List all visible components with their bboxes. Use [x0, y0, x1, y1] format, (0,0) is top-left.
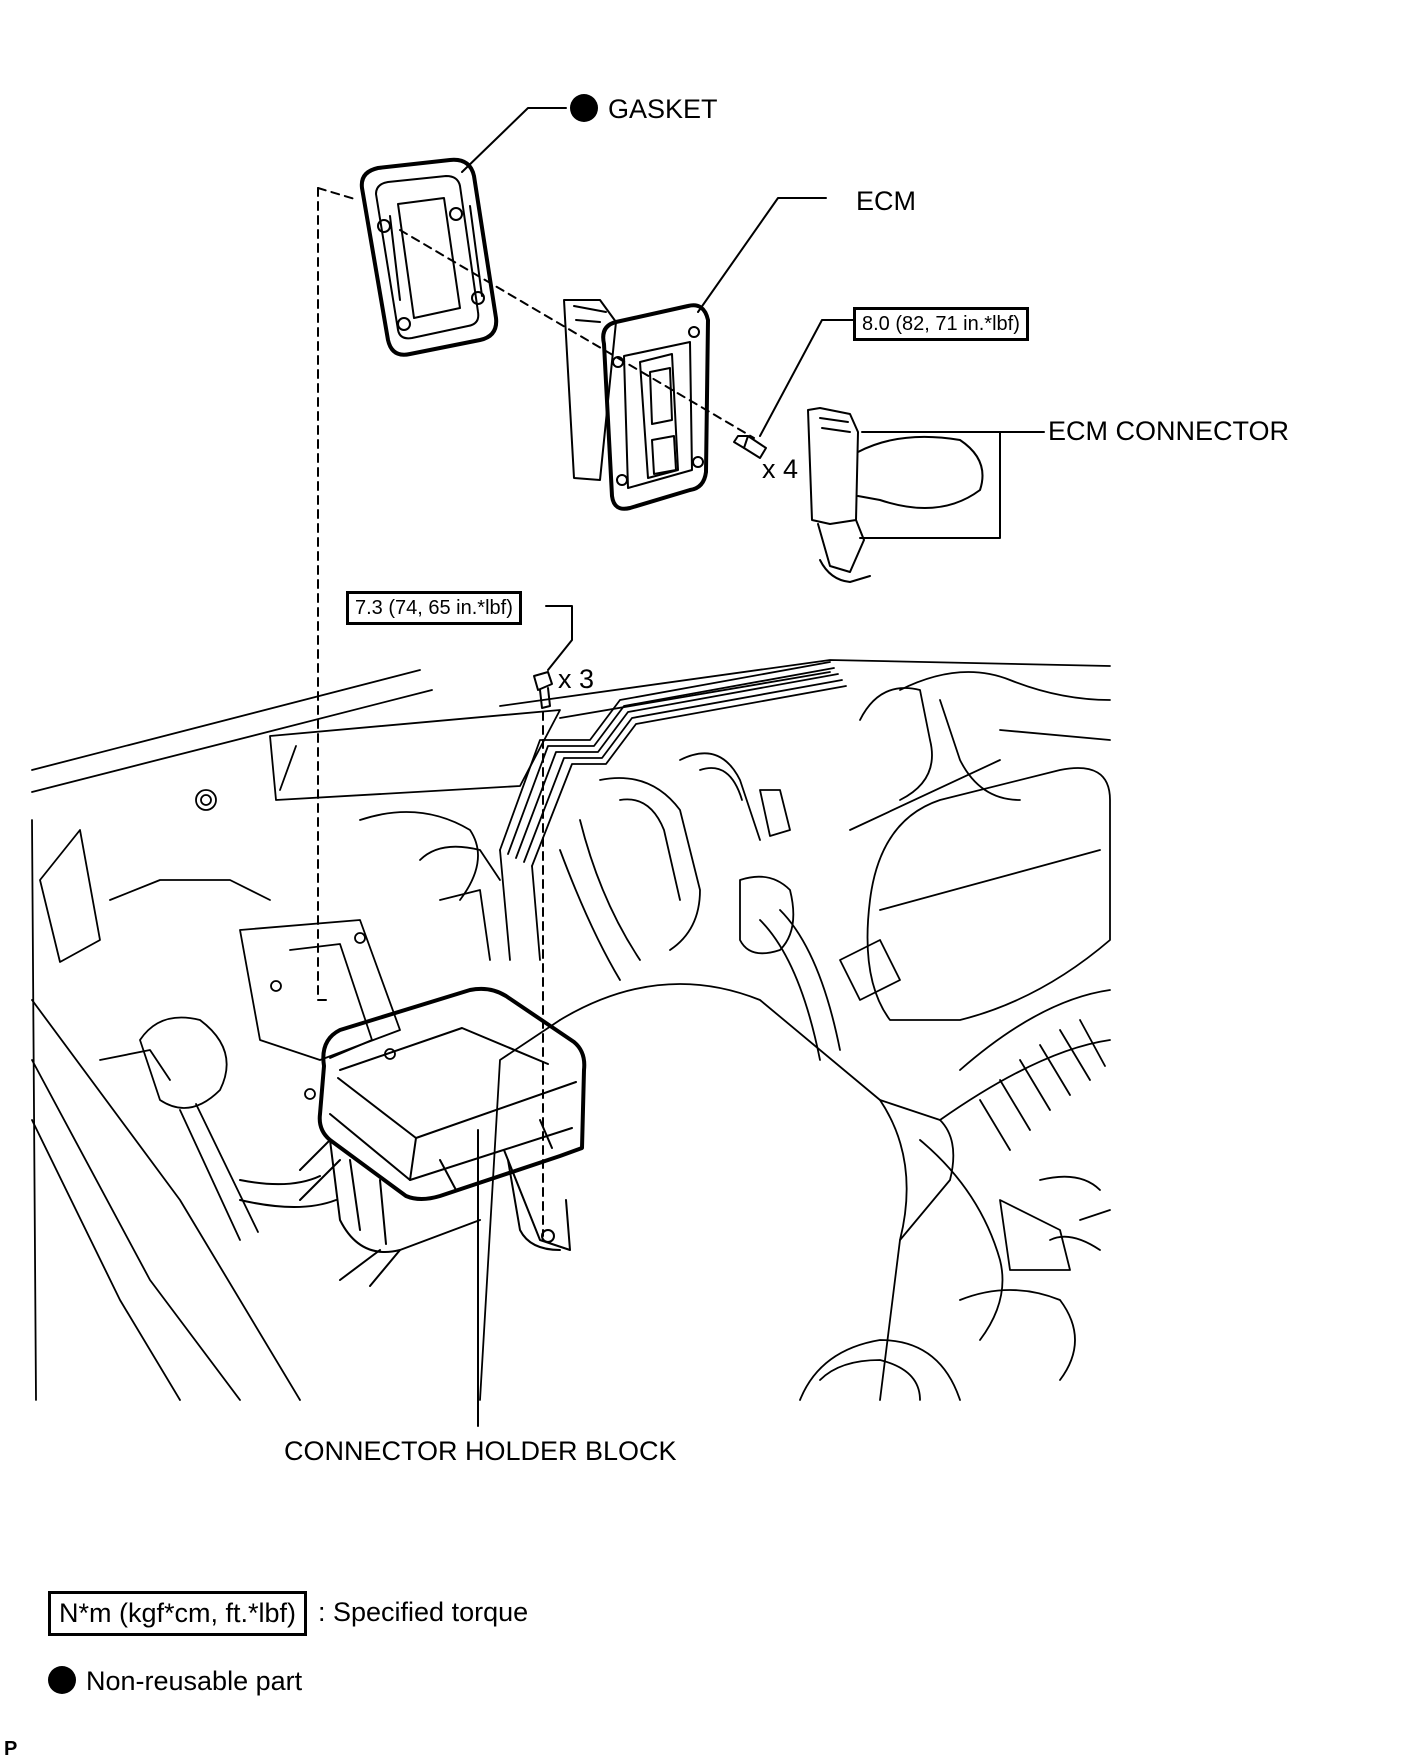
- dashed-alignment-lines: [317, 187, 755, 1237]
- ecm-drawing: [563, 299, 710, 511]
- non-reusable-dot-icon: [48, 1666, 76, 1694]
- connector-holder-block-drawing: [239, 986, 587, 1287]
- legend-torque-box: N*m (kgf*cm, ft.*lbf): [48, 1591, 308, 1636]
- gasket-label: GASKET: [570, 94, 718, 123]
- ecm-bolt: [733, 435, 767, 459]
- non-reusable-dot-icon: [570, 94, 598, 122]
- holder-bolt-torque-box: 7.3 (74, 65 in.*lbf): [346, 591, 522, 625]
- holder-bolt: [533, 671, 553, 709]
- leader-lines: [461, 107, 1045, 1427]
- legend-non-reusable: Non-reusable part: [48, 1666, 302, 1695]
- gasket-drawing: [359, 157, 499, 357]
- connector-holder-block-label: CONNECTOR HOLDER BLOCK: [284, 1436, 677, 1466]
- legend-torque-description: : Specified torque: [318, 1597, 529, 1627]
- holder-bolt-quantity: x 3: [558, 664, 595, 694]
- ecm-bolt-quantity: x 4: [762, 454, 799, 484]
- ecm-bolt-torque-box: 8.0 (82, 71 in.*lbf): [853, 307, 1029, 341]
- ecm-connector-drawing: [807, 407, 984, 583]
- ecm-label: ECM: [856, 186, 916, 216]
- corner-mark: P: [4, 1738, 18, 1760]
- ecm-connector-label: ECM CONNECTOR: [1048, 416, 1290, 446]
- engine-bay-drawing: [31, 659, 1111, 1401]
